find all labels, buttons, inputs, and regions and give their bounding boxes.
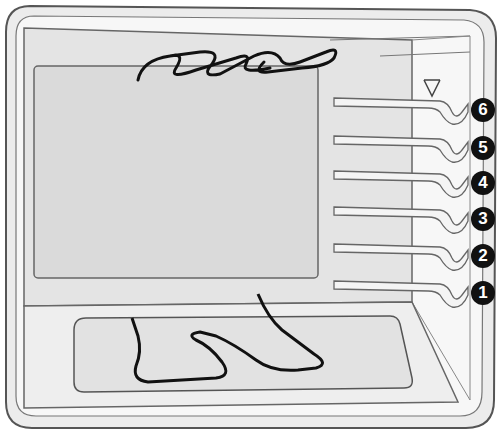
callout-number: 2 — [471, 244, 495, 268]
top-heating-element — [138, 50, 336, 80]
back-panel — [34, 66, 318, 278]
callout-number: 5 — [471, 136, 495, 160]
shelf-rail — [334, 171, 468, 197]
floor-plate — [74, 316, 412, 392]
shelf-rail — [334, 207, 468, 233]
back-wall — [24, 28, 412, 306]
level-symbol — [424, 80, 440, 96]
callout-number: 1 — [471, 281, 495, 305]
shelf-rail — [334, 98, 468, 124]
callout-number: 3 — [471, 207, 495, 231]
shelf-rail — [334, 244, 468, 270]
shelf-rail — [334, 136, 468, 162]
shelf-rails — [334, 98, 468, 307]
cavity-inner-edge — [16, 16, 484, 416]
callout-number: 6 — [471, 98, 495, 122]
floor — [24, 302, 458, 408]
callout-number: 4 — [471, 171, 495, 195]
ceiling-line — [330, 36, 470, 40]
cavity-outline — [6, 6, 496, 428]
bottom-heating-element — [132, 294, 323, 382]
shelf-rail — [334, 281, 468, 307]
ceiling-line — [380, 52, 470, 56]
